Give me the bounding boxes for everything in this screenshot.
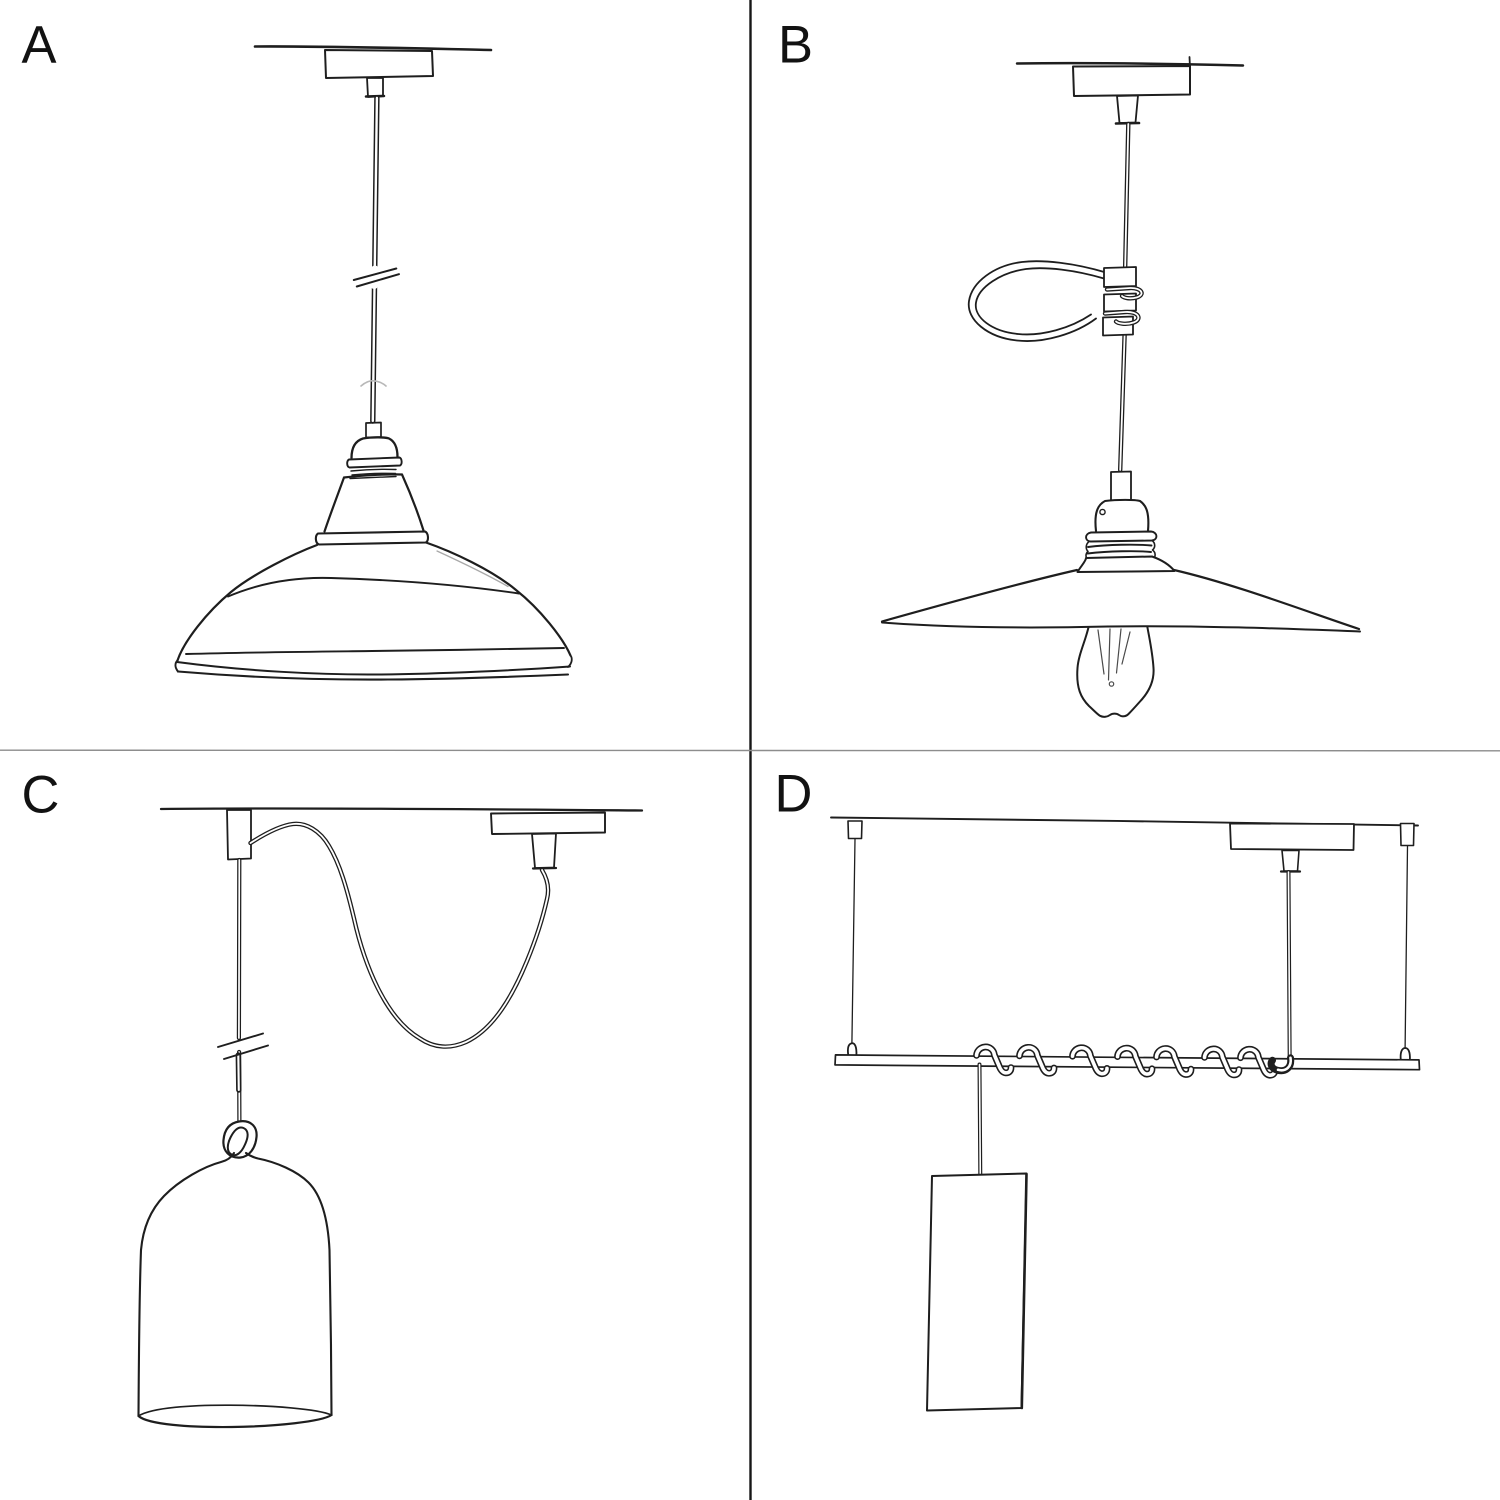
svg-text:A: A [22,16,57,75]
svg-text:D: D [775,765,813,824]
svg-text:B: B [778,16,813,75]
svg-text:C: C [22,766,60,825]
